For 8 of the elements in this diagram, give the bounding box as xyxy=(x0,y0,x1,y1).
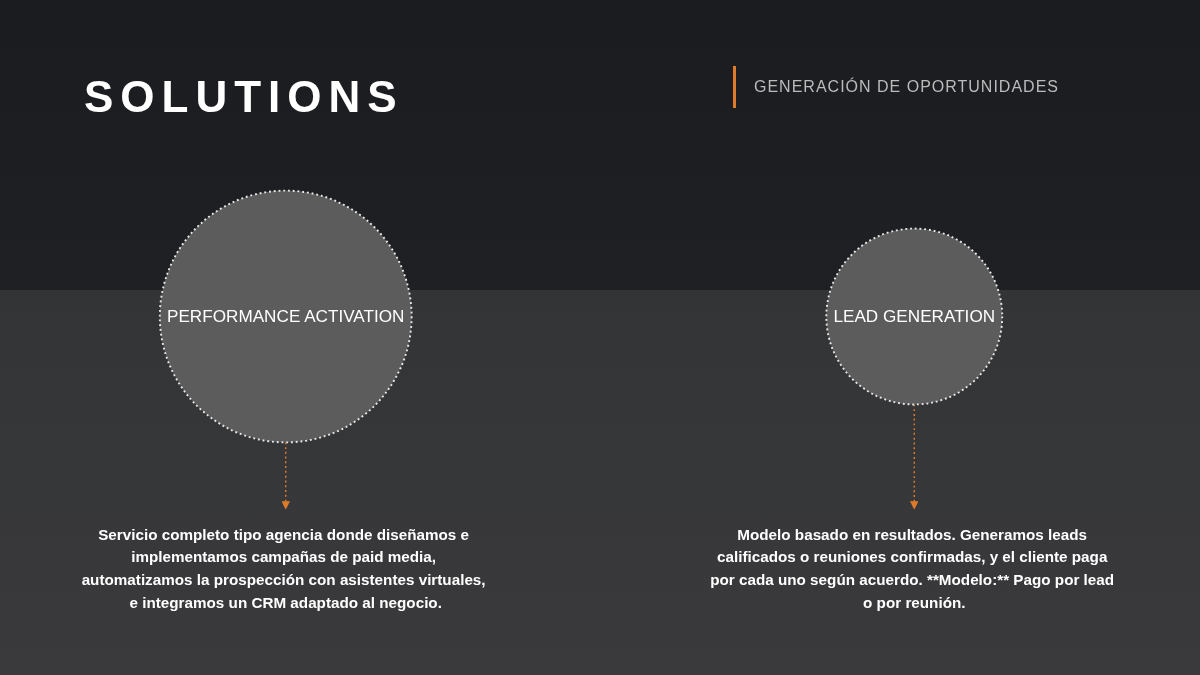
title: SOLUTIONS xyxy=(84,72,404,122)
subtitle-text: GENERACIÓN DE OPORTUNIDADES xyxy=(754,76,1060,97)
node-text: Servicio completo tipo agencia donde diseñamos e implementamos campañas de paid media, automatizamos la prospección con asistentes virtuales, e integramos un CRM adaptado al negocio. xyxy=(81,526,486,612)
arrow xyxy=(910,403,919,510)
node-circle: PERFORMANCE ACTIVATION xyxy=(158,189,413,444)
arrow xyxy=(281,441,290,510)
node-circle: LEAD GENERATION xyxy=(825,227,1004,406)
node-text: Modelo basado en resultados. Generamos leads calificados o reuniones confirmadas, y el cliente paga por cada uno según acuerdo. **Modelo:** Pago por lead o por reunión. xyxy=(710,526,1115,612)
